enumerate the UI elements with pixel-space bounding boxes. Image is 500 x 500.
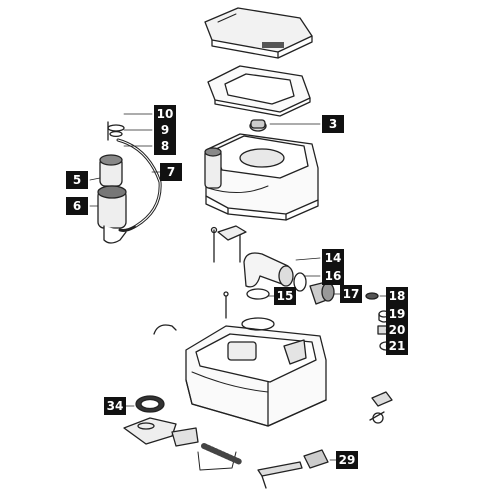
callout-20: 20 xyxy=(386,321,408,339)
callout-16: 16 xyxy=(322,267,344,285)
callout-18: 18 xyxy=(386,287,408,305)
slide-valve-parts xyxy=(123,417,303,489)
callout-34: 34 xyxy=(104,397,126,415)
ring-part xyxy=(135,395,165,413)
callout-8: 8 xyxy=(154,137,176,155)
callout-6: 6 xyxy=(66,197,88,215)
screws-part xyxy=(210,225,247,319)
waste-tank-part xyxy=(153,317,327,427)
callout-9: 9 xyxy=(154,121,176,139)
seat-ring-part xyxy=(207,65,311,117)
callout-17: 17 xyxy=(340,285,362,303)
upper-housing-part xyxy=(204,119,319,221)
callout-14: 14 xyxy=(322,249,344,267)
elbow-pipe-parts xyxy=(243,252,335,305)
callout-21: 21 xyxy=(386,337,408,355)
callout-10: 10 xyxy=(154,105,176,123)
leader-lines xyxy=(89,113,393,461)
lid-part xyxy=(204,7,313,59)
clip-parts xyxy=(303,391,393,469)
callout-5: 5 xyxy=(66,171,88,189)
callout-29: 29 xyxy=(336,451,358,469)
pump-parts xyxy=(97,121,162,244)
callout-7: 7 xyxy=(160,163,182,181)
callout-15: 15 xyxy=(274,287,296,305)
callout-3: 3 xyxy=(322,115,344,133)
callout-19: 19 xyxy=(386,305,408,323)
